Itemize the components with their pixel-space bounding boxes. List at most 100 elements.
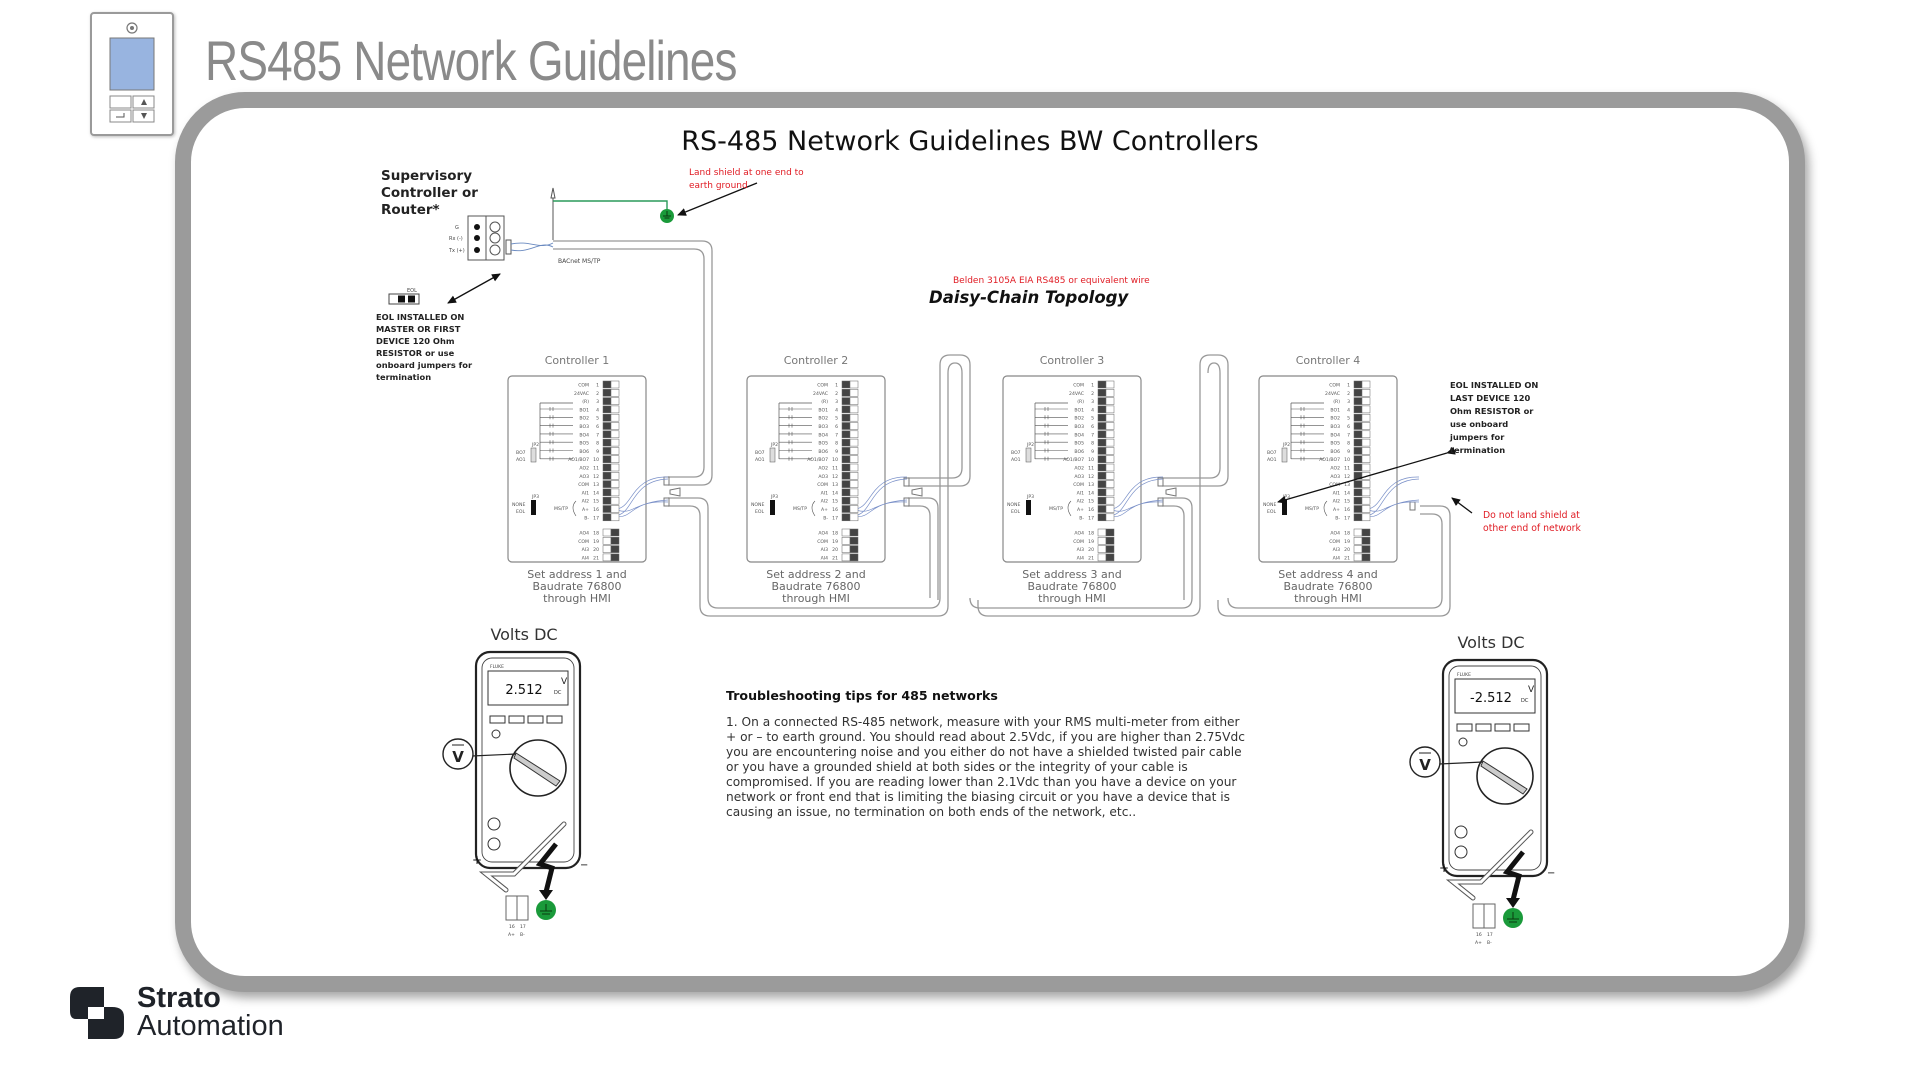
terminal-screw — [1361, 430, 1371, 439]
terminal-block — [1353, 389, 1363, 397]
terminal-label: AI2 — [821, 499, 828, 505]
jumper-label: NONE — [751, 502, 764, 508]
terminal-screw — [610, 463, 620, 472]
terminal-block — [602, 438, 612, 447]
terminal-block — [1097, 405, 1107, 414]
terminal-label: BO4 — [579, 432, 589, 438]
terminal-screw — [1105, 505, 1115, 513]
controller-name: Controller 2 — [784, 354, 849, 367]
terminal-block — [1353, 480, 1363, 488]
volts-dc-icon — [1409, 746, 1441, 778]
terminal-screw — [1105, 488, 1115, 497]
terminal-screw — [1105, 405, 1115, 414]
jumper-label: AO1 — [516, 457, 526, 463]
terminal-number: 19 — [593, 539, 599, 545]
meter-button — [1475, 723, 1492, 732]
terminal-label: BO2 — [818, 416, 828, 422]
terminal-number: 17 — [1487, 932, 1493, 938]
terminal-number: 3 — [1347, 399, 1350, 405]
terminal-block — [1353, 496, 1363, 505]
earth-ground-icon — [660, 209, 674, 223]
terminal-screw — [1361, 438, 1371, 447]
terminal-number: 2 — [835, 391, 838, 397]
eol-first-line: onboard jumpers for — [376, 360, 473, 370]
terminal-screw — [610, 513, 620, 522]
terminal-number: 8 — [1347, 441, 1350, 447]
controller-setup-line: through HMI — [1294, 592, 1362, 605]
terminal-block — [1353, 513, 1363, 522]
terminal-screw — [1105, 438, 1115, 447]
jumper-label: AO1 — [755, 457, 765, 463]
terminal-screw — [1097, 528, 1107, 537]
terminal-number: 1 — [835, 383, 838, 389]
supervisory-label-line: Router* — [381, 202, 440, 218]
terminal-block — [1361, 545, 1371, 553]
volts-dc-symbol: V — [1419, 756, 1431, 774]
terminal-screw — [1105, 472, 1115, 480]
terminal-screw — [1353, 553, 1363, 562]
terminal-number: 7 — [835, 432, 838, 438]
terminal-block — [610, 528, 620, 537]
terminal-block — [602, 405, 612, 414]
terminal-block — [841, 422, 851, 430]
terminal-block — [1097, 447, 1107, 455]
meter-display — [1454, 678, 1536, 714]
meter-brand: FLUKE — [490, 664, 504, 670]
terminal-number: 9 — [1347, 449, 1350, 455]
terminal-block — [1097, 488, 1107, 497]
terminal-screw — [849, 463, 859, 472]
meter-display — [487, 670, 569, 706]
terminal-label: BO3 — [579, 424, 589, 430]
terminal-block — [841, 389, 851, 397]
terminal-block — [1097, 463, 1107, 472]
jumper-label: JP2 — [531, 442, 539, 448]
terminal-number: 7 — [596, 432, 599, 438]
terminal-block — [841, 513, 851, 522]
meter-button — [1513, 723, 1530, 732]
terminal-number: 4 — [1091, 407, 1094, 413]
terminal-number: 8 — [596, 441, 599, 447]
jumper-label: NONE — [512, 502, 525, 508]
terminal-label: AO1/BO7 — [1063, 457, 1084, 463]
terminal-label: AI1 — [1077, 490, 1084, 496]
eol-last-line: EOL INSTALLED ON — [1450, 380, 1538, 390]
terminal-number: 19 — [1344, 539, 1350, 545]
eol-first-note: EOL INSTALLED ON MASTER OR FIRST DEVICE … — [376, 312, 473, 382]
terminal-screw — [1105, 513, 1115, 522]
terminal-label: AI4 — [582, 555, 589, 561]
terminal-label: B- — [584, 515, 589, 521]
twisted-pair — [618, 476, 669, 518]
meter-button — [1456, 723, 1473, 732]
terminal-label: BO2 — [1074, 416, 1084, 422]
terminal-block — [841, 488, 851, 497]
terminal-screw — [1361, 447, 1371, 455]
terminal-block — [1097, 380, 1107, 389]
controller-setup-line: Set address 2 and — [766, 568, 865, 581]
terminal-label: COM — [817, 383, 828, 389]
terminal-screw — [1105, 463, 1115, 472]
controller-board — [507, 375, 647, 563]
terminal-screw — [1097, 553, 1107, 562]
terminal-block — [1353, 405, 1363, 414]
terminal-screw — [849, 430, 859, 439]
controller-setup-line: Baudrate 76800 — [532, 580, 621, 593]
terminal-label: BO6 — [1330, 449, 1340, 455]
terminal-label: BO5 — [1330, 441, 1340, 447]
meter-button — [1494, 723, 1511, 732]
twisted-pair — [857, 476, 908, 518]
terminal-label: (R) — [1077, 399, 1084, 405]
terminal-number: 19 — [832, 539, 838, 545]
terminal-number: 9 — [596, 449, 599, 455]
terminal-label: BO3 — [1330, 424, 1340, 430]
terminal-number: 1 — [1347, 383, 1350, 389]
terminal-label: A+ — [821, 507, 828, 513]
terminal-label: BO3 — [818, 424, 828, 430]
terminal-label: 24VAC — [574, 391, 589, 397]
terminal-block — [1353, 463, 1363, 472]
jumper-label: EOL — [755, 509, 765, 515]
terminal-label: BO4 — [818, 432, 828, 438]
terminal-screw — [1097, 545, 1107, 553]
terminal-block — [1105, 553, 1115, 562]
